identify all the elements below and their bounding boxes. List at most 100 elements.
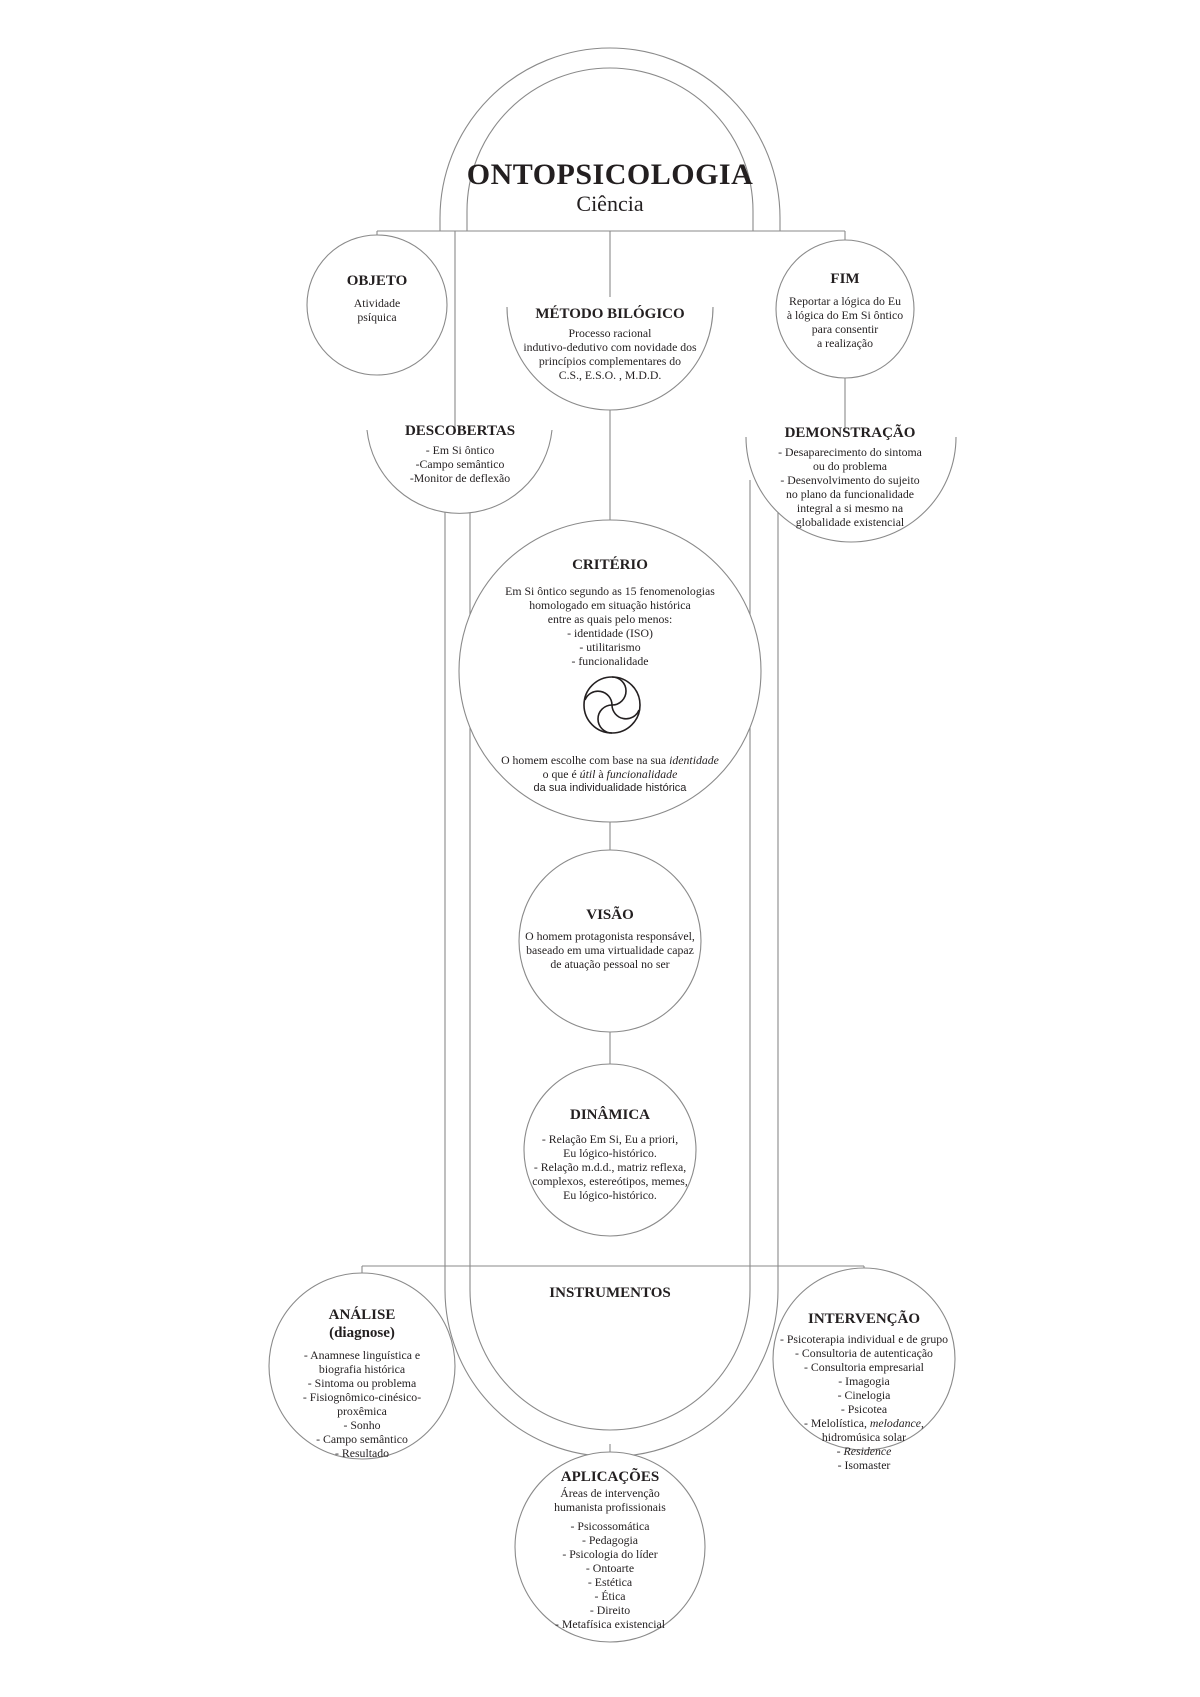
aplicacoes-line: - Direito: [589, 1603, 631, 1617]
intervencao-heading: INTERVENÇÃO: [808, 1311, 920, 1327]
aplicacoes-line: - Estética: [587, 1575, 633, 1589]
circle-analise: [268, 1272, 456, 1460]
descobertas-line: -Campo semântico: [415, 457, 505, 471]
objeto-line: psíquica: [357, 310, 397, 324]
demonstracao-line: - Desenvolvimento do sujeito: [780, 473, 920, 487]
intervencao-line: - Isomaster: [837, 1458, 891, 1472]
intervencao-line: hidromúsica solar: [821, 1430, 907, 1444]
node-dinamica: DINÂMICA - Relação Em Si, Eu a priori, E…: [525, 1106, 695, 1202]
metodo-line: princípios complementares do: [538, 354, 682, 368]
criterio-line: entre as quais pelo menos:: [547, 612, 673, 626]
dinamica-heading: DINÂMICA: [570, 1107, 650, 1123]
title-main: ONTOPSICOLOGIA: [466, 158, 754, 191]
fim-line: a realização: [817, 336, 873, 350]
analise-line: - Resultado: [334, 1446, 390, 1460]
intervencao-line: - Psicotea: [840, 1402, 888, 1416]
fim-line: para consentir: [811, 322, 879, 336]
descobertas-heading: DESCOBERTAS: [404, 423, 516, 439]
intervencao-text: ,: [921, 1416, 924, 1430]
demonstracao-heading: DEMONSTRAÇÃO: [784, 425, 916, 441]
intervencao-line: - Cinelogia: [837, 1388, 891, 1402]
intervencao-line: - Consultoria empresarial: [804, 1360, 924, 1374]
criterio-statement-text: O homem escolhe com base na sua: [501, 753, 670, 767]
circle-criterio: [458, 519, 762, 823]
analise-heading: ANÁLISE: [328, 1307, 396, 1323]
analise-line: - Anamnese linguística e: [303, 1348, 421, 1362]
visao-line: baseado em uma virtualidade capaz: [526, 943, 694, 957]
criterio-statement-text: o que é: [542, 767, 580, 781]
dinamica-line: Eu lógico-histórico.: [563, 1188, 657, 1202]
aplicacoes-line: - Psicossomática: [570, 1519, 650, 1533]
analise-line: - Sonho: [343, 1418, 381, 1432]
circle-visao: [518, 849, 702, 1033]
objeto-line: Atividade: [353, 296, 401, 310]
instrumentos-heading: INSTRUMENTOS: [549, 1285, 671, 1301]
metodo-line: Processo racional: [568, 326, 652, 340]
aplicacoes-line: - Ética: [594, 1589, 626, 1603]
node-metodo-bilogico: MÉTODO BILÓGICO Processo racional induti…: [508, 305, 712, 382]
intervencao-line: - Psicoterapia individual e de grupo: [779, 1332, 949, 1346]
triskelion-icon: [583, 676, 641, 734]
demonstracao-line: ou do problema: [812, 459, 888, 473]
fim-heading: FIM: [830, 271, 860, 287]
analise-line: proxêmica: [337, 1404, 387, 1418]
analise-line: biografia histórica: [318, 1362, 406, 1376]
criterio-statement-italic: funcionalidade: [606, 767, 678, 781]
demonstracao-line: - Desaparecimento do sintoma: [778, 445, 922, 459]
node-fim: FIM Reportar a lógica do Eu à lógica do …: [780, 270, 910, 350]
aplicacoes-intro: Áreas de intervenção: [560, 1486, 660, 1500]
criterio-statement: O homem escolhe com base na sua identida…: [470, 753, 750, 795]
criterio-line: - funcionalidade: [571, 654, 649, 668]
node-aplicacoes: APLICAÇÕES Áreas de intervenção humanist…: [530, 1468, 690, 1631]
fim-line: à lógica do Em Si ôntico: [786, 308, 904, 322]
node-instrumentos: INSTRUMENTOS: [520, 1284, 700, 1308]
dinamica-line: - Relação m.d.d., matriz reflexa,: [533, 1160, 687, 1174]
bottom-u-inner: [469, 1289, 751, 1431]
top-arch-outer: [439, 47, 781, 231]
aplicacoes-line: - Psicologia do líder: [562, 1547, 658, 1561]
half-circle-descobertas: [366, 429, 553, 514]
demonstracao-line: integral a si mesmo na: [796, 501, 904, 515]
node-demonstracao: DEMONSTRAÇÃO - Desaparecimento do sintom…: [752, 424, 948, 529]
visao-line: de atuação pessoal no ser: [550, 957, 670, 971]
dinamica-line: complexos, estereótipos, memes,: [532, 1174, 688, 1188]
metodo-line: C.S., E.S.O. , M.D.D.: [558, 368, 662, 382]
metodo-line: indutivo-dedutivo com novidade dos: [523, 340, 697, 354]
dinamica-line: - Relação Em Si, Eu a priori,: [541, 1132, 679, 1146]
criterio-statement-italic: útil: [579, 767, 596, 781]
visao-line: O homem protagonista responsável,: [525, 929, 695, 943]
half-circle-demonstracao: [745, 436, 957, 543]
fim-line: Reportar a lógica do Eu: [788, 294, 902, 308]
intervencao-line: - Consultoria de autenticação: [795, 1346, 933, 1360]
diagram-title: ONTOPSICOLOGIA Ciência: [400, 158, 820, 216]
aplicacoes-heading: APLICAÇÕES: [560, 1469, 660, 1485]
node-analise: ANÁLISE (diagnose) - Anamnese linguístic…: [292, 1306, 432, 1460]
analise-line: - Sintoma ou problema: [307, 1376, 417, 1390]
criterio-statement-text: à: [595, 767, 607, 781]
circle-aplicacoes: [514, 1451, 706, 1643]
metodo-heading: MÉTODO BILÓGICO: [535, 306, 685, 322]
descobertas-line: - Em Si ôntico: [425, 443, 495, 457]
node-descobertas: DESCOBERTAS - Em Si ôntico -Campo semânt…: [370, 422, 550, 485]
circle-fim: [775, 239, 915, 379]
aplicacoes-line: - Metafísica existencial: [554, 1617, 666, 1631]
title-sub: Ciência: [576, 191, 644, 216]
circle-dinamica: [523, 1063, 697, 1237]
intervencao-line: - Imagogia: [838, 1374, 890, 1388]
criterio-line: homologado em situação histórica: [529, 598, 691, 612]
criterio-line: - utilitarismo: [579, 640, 641, 654]
descobertas-line: -Monitor de deflexão: [409, 471, 511, 485]
aplicacoes-line: - Ontoarte: [585, 1561, 635, 1575]
analise-line: - Fisiognômico-cinésico-: [302, 1390, 422, 1404]
criterio-statement-italic: identidade: [669, 753, 719, 767]
demonstracao-line: globalidade existencial: [795, 515, 905, 529]
analise-subheading: (diagnose): [329, 1325, 395, 1341]
bottom-u-outer: [444, 1289, 779, 1457]
intervencao-text: - Melolística,: [804, 1416, 870, 1430]
criterio-line: - identidade (ISO): [567, 626, 653, 640]
top-arch-inner: [466, 67, 754, 231]
analise-line: - Campo semântico: [316, 1432, 408, 1446]
aplicacoes-intro: humanista profissionais: [554, 1500, 666, 1514]
circle-objeto: [306, 234, 448, 376]
